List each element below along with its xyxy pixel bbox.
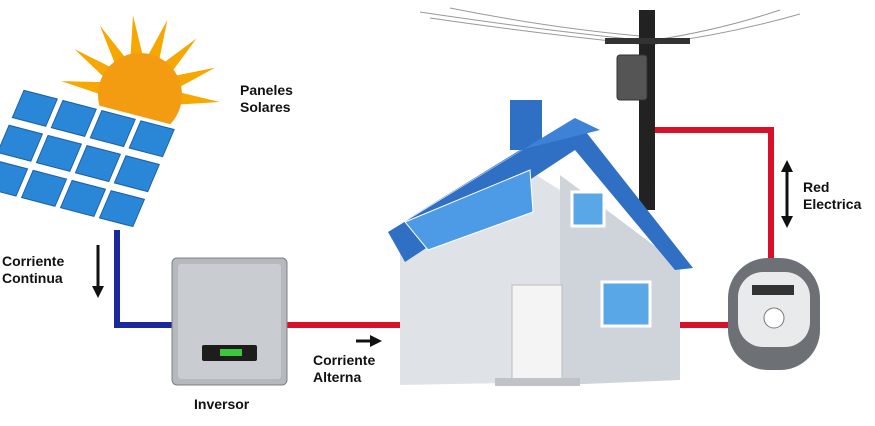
solar-panels-icon <box>0 85 187 236</box>
label-ac-line1: Corriente <box>313 352 376 368</box>
label-dc-line2: Continua <box>2 270 63 286</box>
label-alternating-current: Corriente Alterna <box>313 352 375 386</box>
house-icon <box>388 100 693 386</box>
dc-wire <box>114 230 176 328</box>
label-power-grid: Red Electrica <box>803 179 861 213</box>
ac-arrow-icon <box>356 335 382 347</box>
label-solar-panels-line2: Solares <box>240 99 291 115</box>
inverter-icon <box>171 257 288 386</box>
dc-arrow-icon <box>92 245 104 298</box>
transformer <box>616 54 648 101</box>
label-grid-line2: Electrica <box>803 196 862 212</box>
label-dc-line1: Corriente <box>2 253 65 269</box>
label-solar-panels: Paneles Solares <box>240 82 293 116</box>
label-grid-line1: Red <box>803 179 830 195</box>
label-solar-panels-line1: Paneles <box>240 82 293 98</box>
label-ac-line2: Alterna <box>313 369 362 385</box>
pole-crossarm <box>605 38 690 44</box>
grid-wire <box>655 127 774 258</box>
electric-meter-icon <box>728 258 820 370</box>
label-inverter: Inversor <box>194 396 250 412</box>
grid-bidirectional-arrow-icon <box>781 160 793 228</box>
label-direct-current: Corriente Continua <box>2 253 64 287</box>
